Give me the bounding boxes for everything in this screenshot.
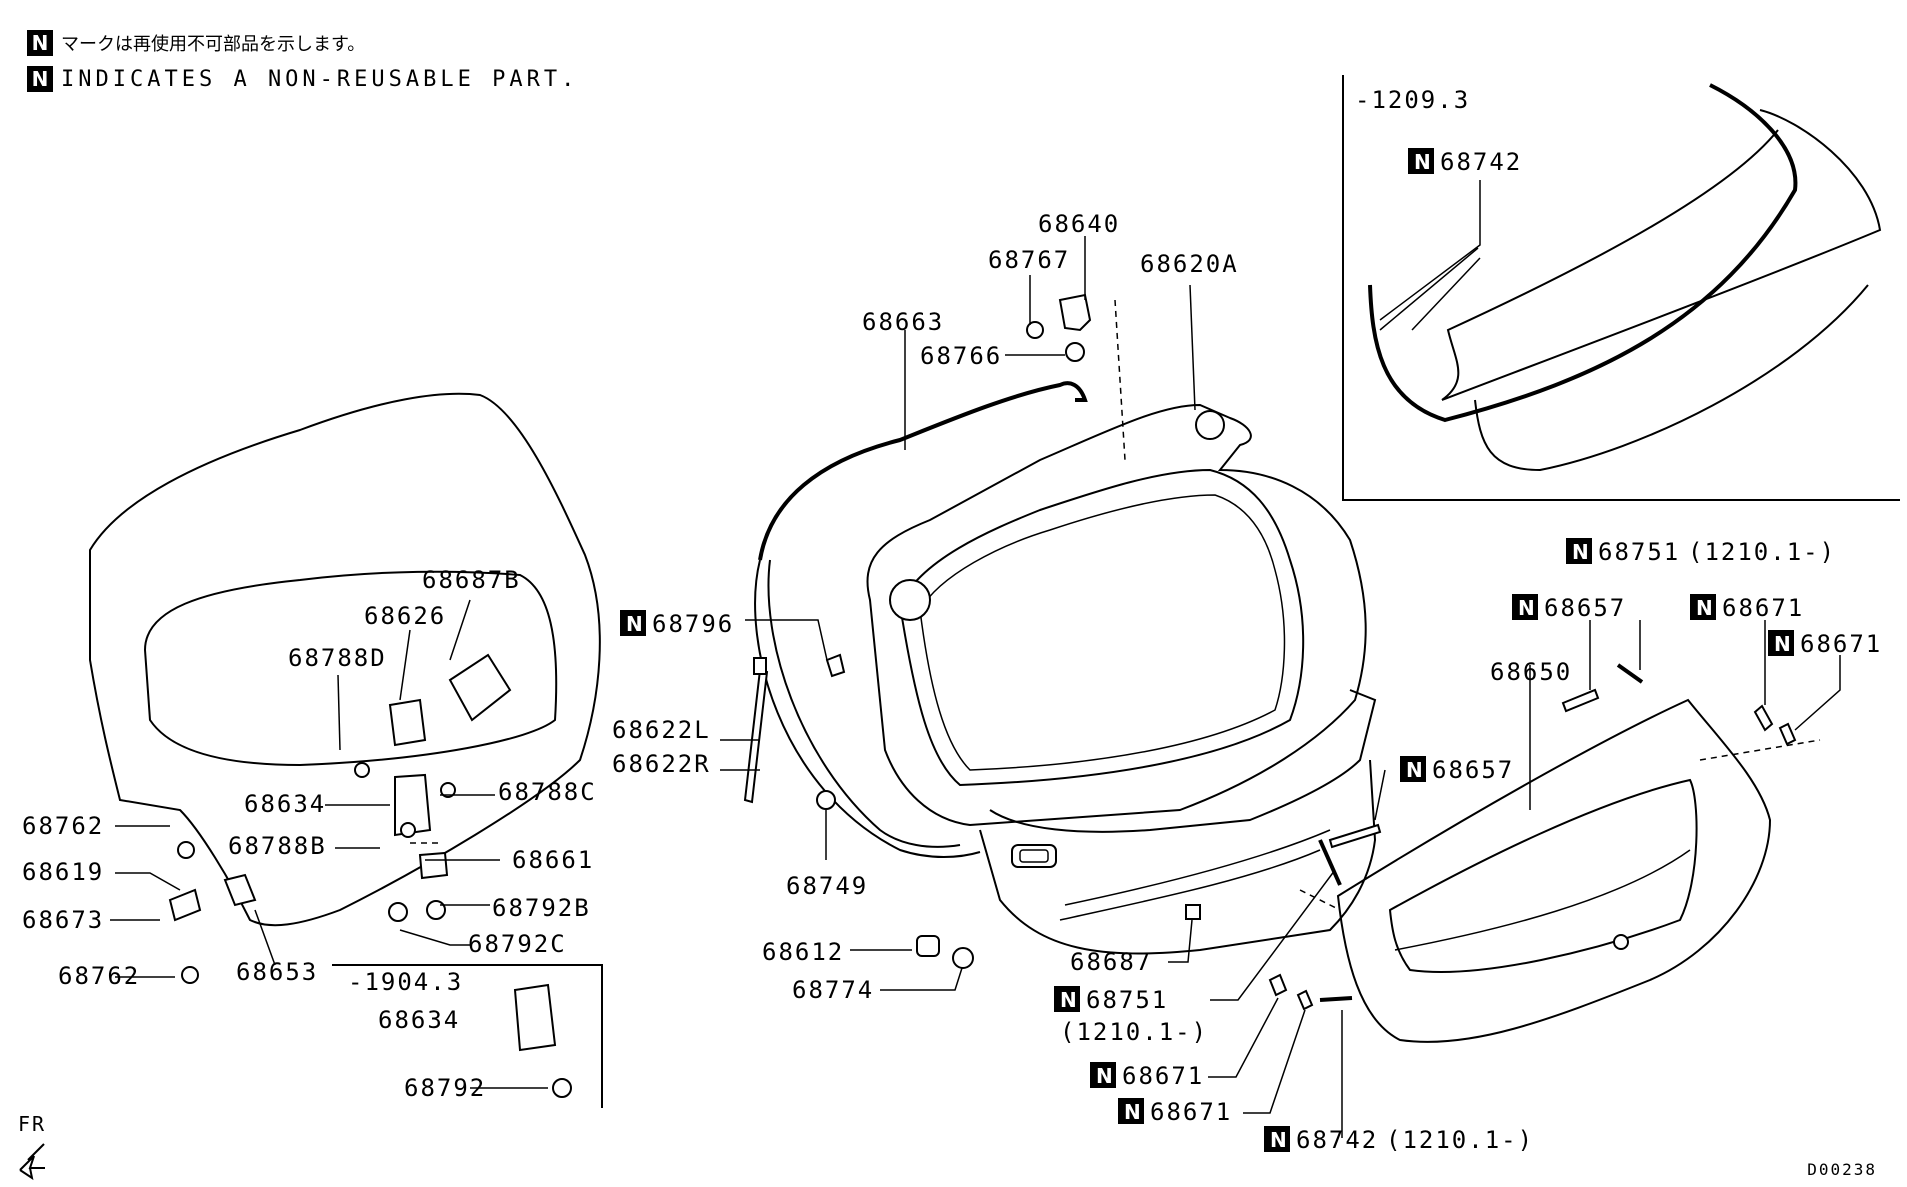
badge-letter: N: [1572, 540, 1589, 564]
part-label-68663: 68663: [862, 308, 944, 336]
part-label-68751-date: (1210.1-): [1060, 1018, 1208, 1046]
legend-japanese-text: マークは再使用不可部品を示します。: [61, 34, 366, 55]
part-label-68742: 68742: [1440, 148, 1522, 176]
part-label-68671: 68671: [1122, 1062, 1204, 1090]
part-label-68622R: 68622R: [612, 750, 711, 778]
non-reusable-badge-icon: N: [27, 30, 53, 56]
part-label-68622L: 68622L: [612, 716, 711, 744]
non-reusable-badge-icon: [1408, 148, 1434, 174]
part-label-68792C: 68792C: [468, 930, 567, 958]
non-reusable-badge-icon: N: [27, 66, 53, 92]
inset-date-label: -1209.3: [1355, 86, 1470, 114]
rear-glass: [1268, 663, 1821, 1043]
part-label-68650: 68650: [1490, 658, 1572, 686]
part-label-68653: 68653: [236, 958, 318, 986]
badge-letter: N: [1414, 150, 1431, 174]
badge-letter: N: [1096, 1064, 1113, 1088]
callout-labels: -1209.3 N 68742 68640 68767 68620A 68663…: [22, 86, 1882, 1154]
part-label-68661: 68661: [512, 846, 594, 874]
part-label-68762: 68762: [22, 812, 104, 840]
part-label-68657: 68657: [1432, 756, 1514, 784]
drawing-code: D00238: [1807, 1160, 1877, 1179]
part-label-68742-date: (1210.1-): [1386, 1126, 1534, 1154]
non-reusable-badge-icon: [620, 610, 646, 636]
part-label-68673: 68673: [22, 906, 104, 934]
left-panel-lock: [89, 392, 603, 1108]
front-direction-label: FR: [18, 1112, 47, 1136]
legend-japanese: N マークは再使用不可部品を示します。: [27, 30, 365, 56]
non-reusable-badge-icon: [1768, 630, 1794, 656]
part-label-68687: 68687: [1070, 948, 1152, 976]
badge-letter: N: [1406, 758, 1423, 782]
tailgate-assembly: [743, 293, 1377, 969]
part-label-68626: 68626: [364, 602, 446, 630]
non-reusable-badge-icon: [1118, 1098, 1144, 1124]
variant-date-label: -1904.3: [348, 968, 463, 996]
part-label-68640: 68640: [1038, 210, 1120, 238]
legend-english-text: INDICATES A NON-REUSABLE PART.: [61, 66, 579, 92]
part-label-68742: 68742: [1296, 1126, 1378, 1154]
part-label-68657: 68657: [1544, 594, 1626, 622]
part-label-68612: 68612: [762, 938, 844, 966]
part-label-68749: 68749: [786, 872, 868, 900]
part-label-68751: 68751: [1086, 986, 1168, 1014]
part-label-68766: 68766: [920, 342, 1002, 370]
badge-letter: N: [1124, 1100, 1141, 1124]
part-label-68762: 68762: [58, 962, 140, 990]
non-reusable-badge-icon: [1690, 594, 1716, 620]
leader-lines: [110, 180, 1841, 1138]
part-label-68788B: 68788B: [228, 832, 327, 860]
non-reusable-badge-icon: [1054, 986, 1080, 1012]
part-label-68774: 68774: [792, 976, 874, 1004]
part-label-68751-date: (1210.1-): [1688, 538, 1836, 566]
badge-letter: N: [1774, 632, 1791, 656]
part-label-68796: 68796: [652, 610, 734, 638]
non-reusable-badge-icon: [1090, 1062, 1116, 1088]
part-label-68767: 68767: [988, 246, 1070, 274]
part-label-68671: 68671: [1800, 630, 1882, 658]
non-reusable-badge-icon: [1566, 538, 1592, 564]
badge-letter: N: [626, 612, 643, 636]
part-label-68634: 68634: [378, 1006, 460, 1034]
part-label-68634: 68634: [244, 790, 326, 818]
part-label-68792B: 68792B: [492, 894, 591, 922]
part-label-68619: 68619: [22, 858, 104, 886]
non-reusable-badge-icon: [1400, 756, 1426, 782]
part-label-68687B: 68687B: [422, 566, 521, 594]
inset-glass-frame: [1342, 75, 1900, 501]
part-label-68788D: 68788D: [288, 644, 387, 672]
part-label-68751: 68751: [1598, 538, 1680, 566]
legend-english: N INDICATES A NON-REUSABLE PART.: [27, 66, 578, 92]
badge-letter: N: [1518, 596, 1535, 620]
part-label-68671: 68671: [1722, 594, 1804, 622]
part-label-68788C: 68788C: [498, 778, 597, 806]
badge-letter: N: [1060, 988, 1077, 1012]
non-reusable-badge-icon: [1512, 594, 1538, 620]
part-label-68620A: 68620A: [1140, 250, 1239, 278]
badge-letter: N: [1270, 1128, 1287, 1152]
part-label-68671: 68671: [1150, 1098, 1232, 1126]
badge-letter: N: [1696, 596, 1713, 620]
front-direction-arrow-icon: [19, 1143, 45, 1181]
non-reusable-badge-icon: [1264, 1126, 1290, 1152]
part-label-68792: 68792: [404, 1074, 486, 1102]
